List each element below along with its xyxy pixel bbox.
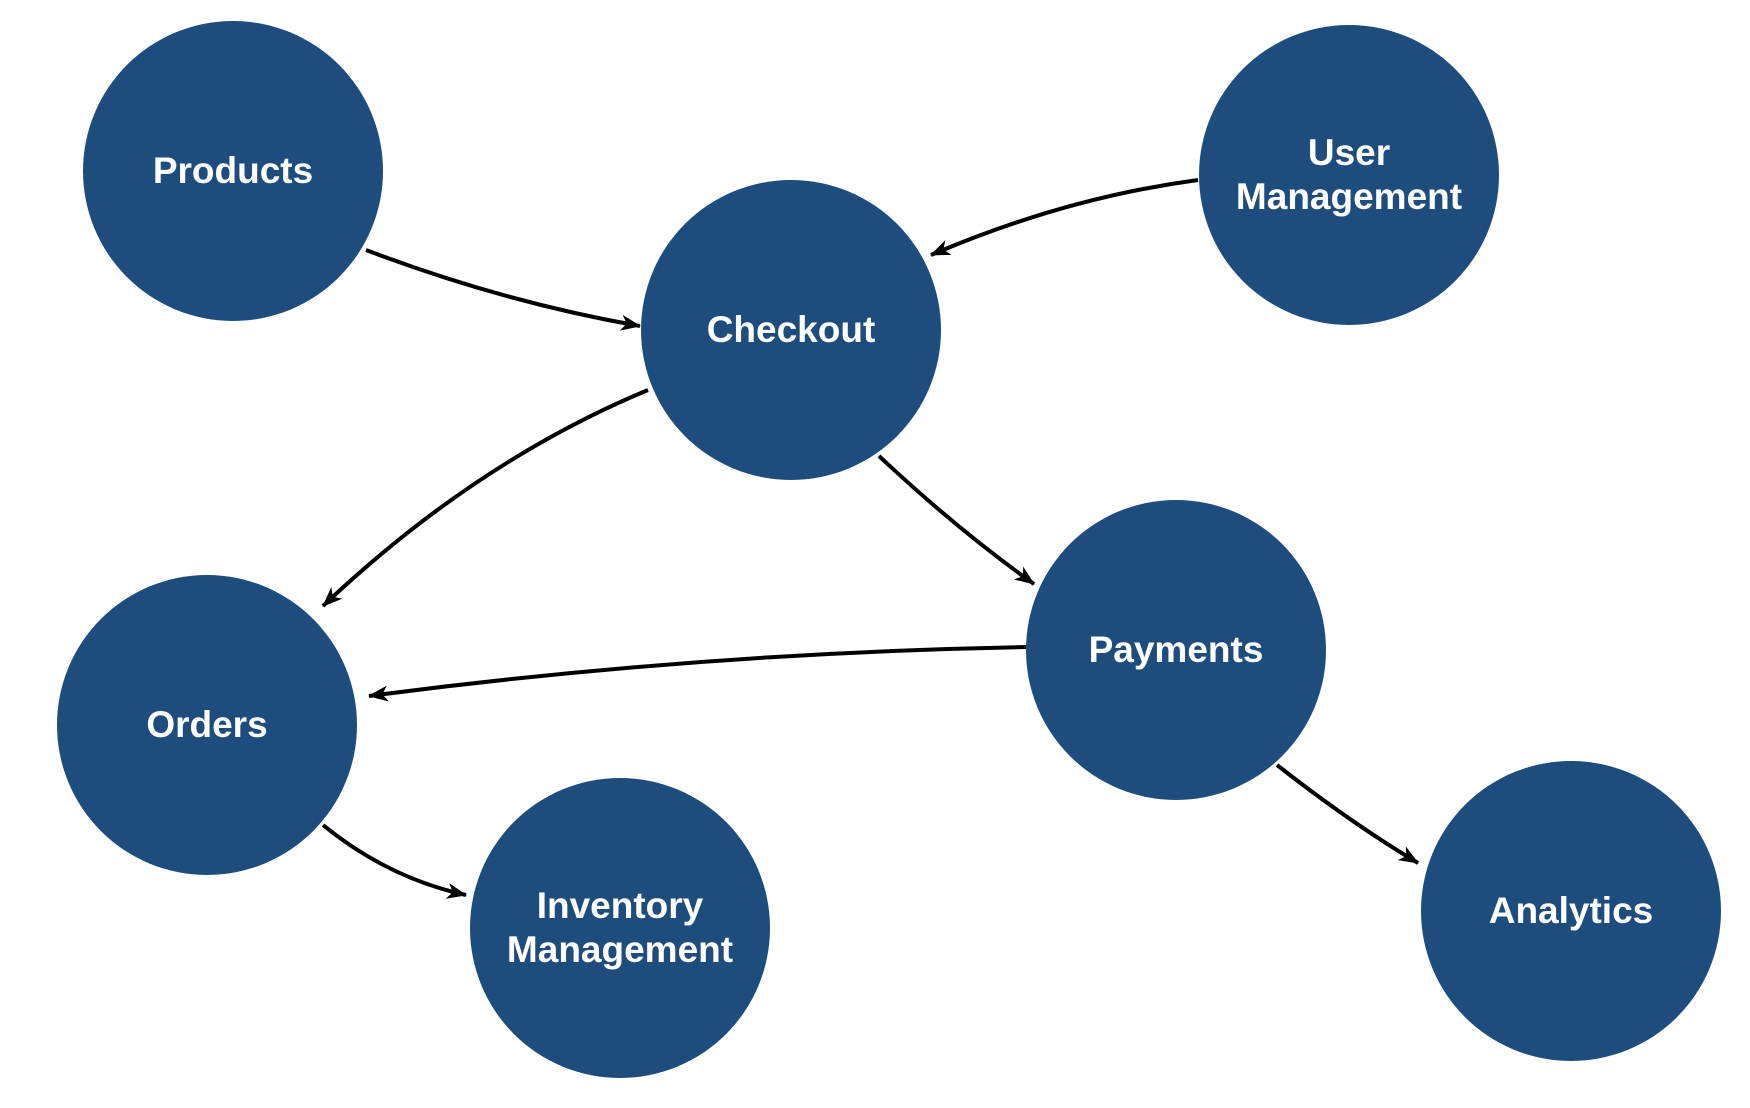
node-payments[interactable]: Payments <box>1026 500 1326 800</box>
node-products[interactable]: Products <box>83 21 383 321</box>
node-orders-label: Orders <box>146 703 268 745</box>
node-checkout[interactable]: Checkout <box>641 180 941 480</box>
edge-payments-analytics <box>1275 763 1420 865</box>
edge-checkout-payments <box>877 454 1036 586</box>
node-orders[interactable]: Orders <box>57 575 357 875</box>
node-analytics-label: Analytics <box>1488 889 1654 931</box>
node-user-management[interactable]: User Management <box>1199 25 1499 325</box>
edge-checkout-orders <box>321 388 649 608</box>
edge-user-management-checkout <box>930 178 1199 257</box>
node-inventory-management[interactable]: Inventory Management <box>470 778 770 1078</box>
node-inventory-management-label: Inventory Management <box>506 884 734 970</box>
node-payments-label: Payments <box>1088 628 1264 670</box>
edge-products-checkout <box>365 248 641 331</box>
node-checkout-label: Checkout <box>706 308 876 350</box>
node-products-label: Products <box>152 149 314 191</box>
edge-payments-orders <box>368 645 1028 702</box>
node-analytics[interactable]: Analytics <box>1421 761 1721 1061</box>
node-user-management-label: User Management <box>1235 131 1463 217</box>
edge-orders-inventory-management <box>321 823 467 899</box>
